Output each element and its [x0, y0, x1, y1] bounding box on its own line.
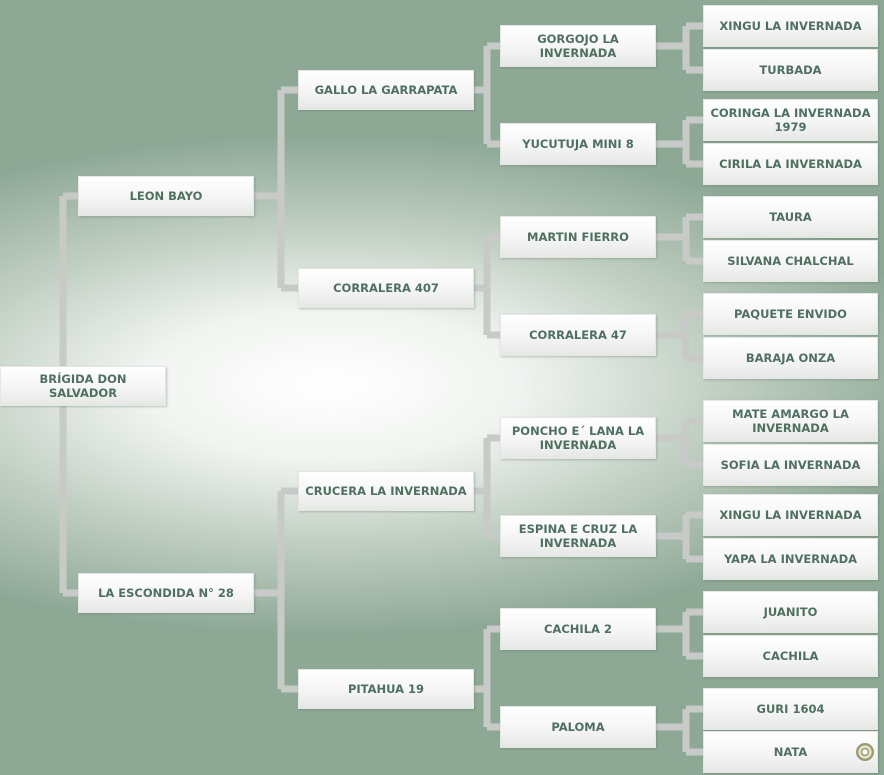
- gen4-box: PAQUETE ENVIDO: [703, 293, 878, 335]
- gen4-box: CIRILA LA INVERNADA: [703, 143, 878, 185]
- gen3-box: CORRALERA 47: [500, 314, 656, 356]
- gen4-box: YAPA LA INVERNADA: [703, 538, 878, 580]
- gen3-box: GORGOJO LA INVERNADA: [500, 25, 656, 67]
- subject-box: BRÍGIDA DON SALVADOR: [0, 366, 166, 406]
- dam-box: LA ESCONDIDA N° 28: [78, 573, 254, 613]
- gen4-box: MATE AMARGO LA INVERNADA: [703, 400, 878, 442]
- gen4-box: BARAJA ONZA: [703, 337, 878, 379]
- gen3-box: CACHILA 2: [500, 608, 656, 650]
- seal-icon: [856, 743, 874, 761]
- gen4-box: XINGU LA INVERNADA: [703, 5, 878, 47]
- gen3-box: PALOMA: [500, 706, 656, 748]
- sire-sire-box: GALLO LA GARRAPATA: [298, 70, 474, 110]
- gen4-box: SILVANA CHALCHAL: [703, 240, 878, 282]
- gen4-box: XINGU LA INVERNADA: [703, 494, 878, 536]
- gen3-box: ESPINA E CRUZ LA INVERNADA: [500, 515, 656, 557]
- gen4-box: GURI 1604: [703, 688, 878, 730]
- gen3-box: MARTIN FIERRO: [500, 216, 656, 258]
- gen3-box: YUCUTUJA MINI 8: [500, 123, 656, 165]
- sire-dam-box: CORRALERA 407: [298, 268, 474, 308]
- gen3-box: PONCHO E´ LANA LA INVERNADA: [500, 417, 656, 459]
- gen4-box: JUANITO: [703, 591, 878, 633]
- sire-box: LEON BAYO: [78, 176, 254, 216]
- dam-sire-box: CRUCERA LA INVERNADA: [298, 471, 474, 511]
- dam-dam-box: PITAHUA 19: [298, 669, 474, 709]
- gen4-box: CORINGA LA INVERNADA 1979: [703, 99, 878, 141]
- gen4-box: CACHILA: [703, 635, 878, 677]
- gen4-box: TURBADA: [703, 49, 878, 91]
- gen4-box: NATA: [703, 731, 878, 773]
- gen4-box: TAURA: [703, 196, 878, 238]
- gen4-box: SOFIA LA INVERNADA: [703, 444, 878, 486]
